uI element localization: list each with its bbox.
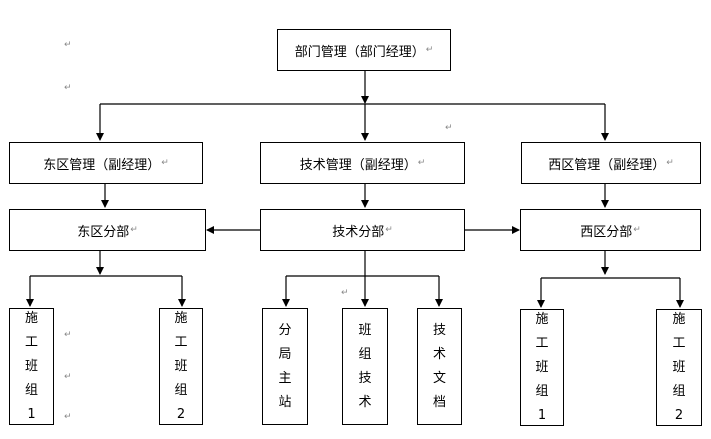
leaf-char: 组 [358,346,372,362]
west-leaf-2-box: 施 工 班 组 2 [656,309,702,426]
leaf-char: 分 [278,322,292,338]
west-manager-label: 西区管理（副经理） [548,157,666,173]
leaf-char: 班 [358,322,372,338]
leaf-char: 技 [358,370,372,386]
west-branch-box: 西区分部↵ [520,209,701,251]
leaf-char: 施 [672,311,686,327]
leaf-char: 工 [24,334,38,350]
leaf-char: 工 [174,334,188,350]
leaf-char: 班 [535,359,549,375]
paragraph-mark-icon: ↵ [64,412,72,422]
leaf-char: 文 [432,370,446,386]
leaf-char: 工 [672,335,686,351]
leaf-char: 工 [535,335,549,351]
paragraph-mark-icon: ↵ [161,158,169,168]
west-manager-box: 西区管理（副经理）↵ [521,142,701,184]
west-branch-label: 西区分部 [580,224,633,240]
leaf-char: 组 [174,382,188,398]
leaf-char: 施 [24,310,38,326]
tech-leaf-2-box: 班 组 技 术 [342,308,388,425]
tech-leaf-3-box: 技 术 文 档 [417,308,462,425]
paragraph-mark-icon: ↵ [130,225,138,235]
leaf-char: 2 [176,406,186,422]
leaf-char: 班 [24,358,38,374]
leaf-char: 施 [174,310,188,326]
leaf-char: 2 [674,407,684,423]
leaf-char: 1 [537,407,547,423]
paragraph-mark-icon: ↵ [445,123,453,133]
leaf-char: 班 [174,358,188,374]
paragraph-mark-icon: ↵ [64,372,72,382]
east-manager-box: 东区管理（副经理）↵ [9,142,203,184]
leaf-char: 技 [432,322,446,338]
leaf-char: 术 [432,346,446,362]
tech-leaf-1-box: 分 局 主 站 [262,308,308,425]
east-leaf-1-box: 施 工 班 组 1 [9,308,54,425]
tech-branch-box: 技术分部↵ [260,209,465,251]
leaf-char: 1 [27,406,36,422]
department-manager-box: 部门管理（部门经理）↵ [277,29,451,71]
paragraph-mark-icon: ↵ [425,45,434,55]
tech-branch-label: 技术分部 [332,224,385,240]
west-leaf-1-box: 施 工 班 组 1 [520,309,564,426]
leaf-char: 主 [278,370,292,386]
paragraph-mark-icon: ↵ [633,225,641,235]
paragraph-mark-icon: ↵ [64,330,72,340]
leaf-char: 档 [432,394,446,410]
leaf-char: 局 [278,346,292,362]
east-branch-label: 东区分部 [77,224,130,240]
paragraph-mark-icon: ↵ [64,83,72,93]
paragraph-mark-icon: ↵ [341,288,349,298]
paragraph-mark-icon: ↵ [64,40,72,50]
leaf-char: 班 [672,359,686,375]
east-branch-box: 东区分部↵ [9,209,206,251]
leaf-char: 组 [535,383,549,399]
east-manager-label: 东区管理（副经理） [43,157,161,173]
department-manager-label: 部门管理（部门经理） [294,44,425,60]
tech-manager-box: 技术管理（副经理）↵ [260,142,465,184]
leaf-char: 施 [535,311,549,327]
east-leaf-2-box: 施 工 班 组 2 [159,308,203,425]
leaf-char: 组 [24,382,38,398]
leaf-char: 组 [672,383,686,399]
paragraph-mark-icon: ↵ [385,225,393,235]
leaf-char: 术 [358,394,372,410]
paragraph-mark-icon: ↵ [417,158,426,168]
tech-manager-label: 技术管理（副经理） [299,157,417,173]
paragraph-mark-icon: ↵ [666,158,674,168]
leaf-char: 站 [278,394,292,410]
